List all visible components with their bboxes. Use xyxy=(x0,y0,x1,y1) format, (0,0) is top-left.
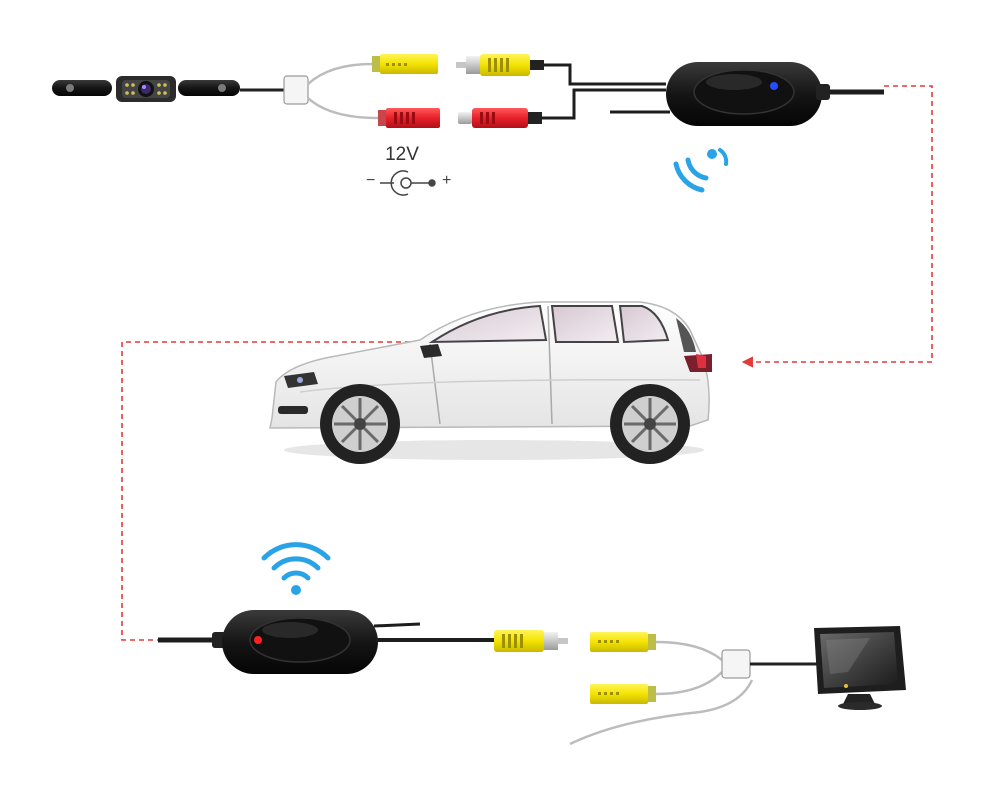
car xyxy=(269,301,712,464)
transmitter-video-plug xyxy=(456,54,544,76)
camera-splitter xyxy=(283,62,379,120)
polarity-plus: + xyxy=(442,172,452,189)
car-front-wheel xyxy=(320,384,400,464)
signal-line-car-to-receiver xyxy=(121,341,446,641)
wireless-transmitter xyxy=(666,62,884,126)
license-plate-camera xyxy=(52,76,240,102)
polarity-minus: − xyxy=(366,172,376,189)
signal-line-transmitter-to-car xyxy=(741,85,933,368)
receiver-wifi-icon xyxy=(261,542,331,595)
voltage-label: 12V xyxy=(385,144,419,165)
dc-polarity-icon xyxy=(380,170,436,196)
receiver-video-plug xyxy=(494,630,568,652)
signal-path xyxy=(121,85,933,641)
transmitter-led xyxy=(770,82,778,90)
camera-video-connector xyxy=(372,54,438,74)
car-rear-wheel xyxy=(610,384,690,464)
monitor-splitter-box xyxy=(721,649,751,679)
monitor-power-connector xyxy=(590,684,656,704)
transmitter-input-cables xyxy=(542,63,670,120)
wifi-waves-icon xyxy=(673,148,729,193)
monitor xyxy=(814,626,906,710)
monitor-video-connector xyxy=(590,632,656,652)
camera-power-connector xyxy=(378,108,440,128)
transmitter-power-plug xyxy=(458,108,542,128)
monitor-splitter xyxy=(569,640,754,746)
receiver-led xyxy=(254,636,262,644)
wireless-receiver xyxy=(158,610,494,674)
